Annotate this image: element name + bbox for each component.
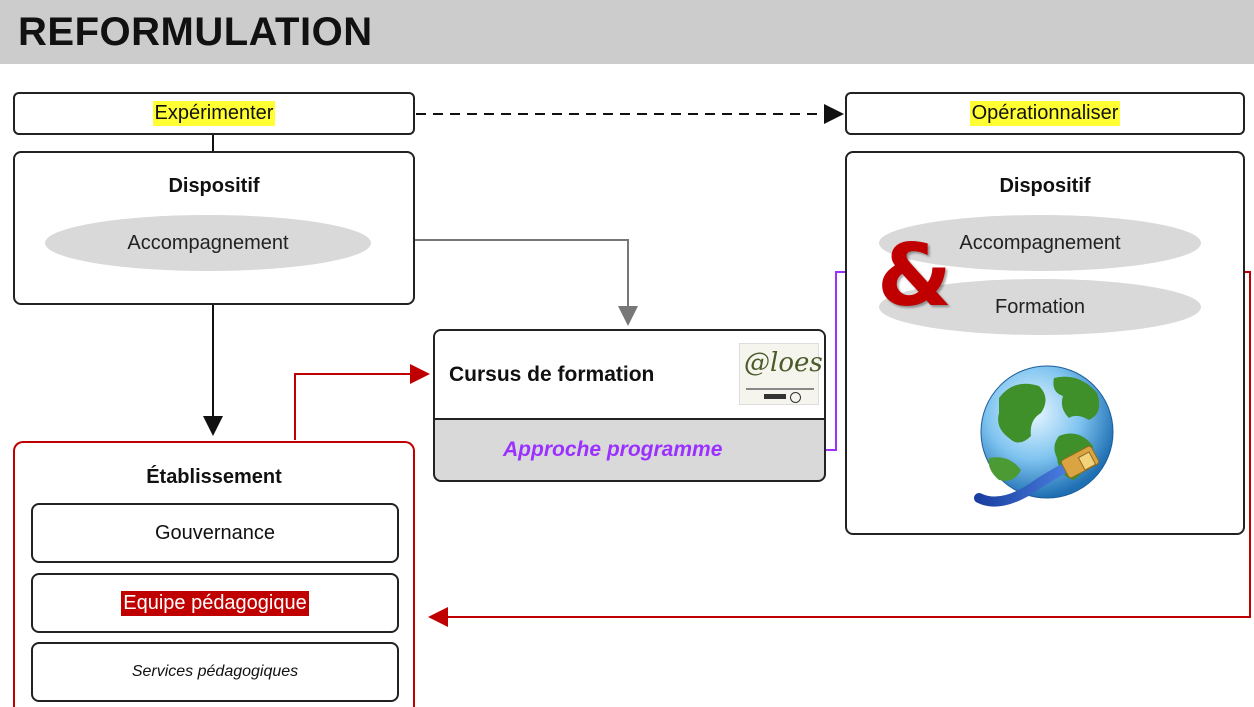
approche-programme: Approche programme — [503, 438, 723, 461]
right-dispositif-box: Dispositif Accompagnement Formation & — [845, 151, 1245, 535]
services-label: Services pédagogiques — [131, 663, 299, 680]
left-accompagnement-ellipse: Accompagnement — [45, 215, 371, 271]
right-accompagnement-ellipse: Accompagnement — [879, 215, 1201, 271]
ampersand-icon: & — [877, 226, 952, 326]
services-box: Services pédagogiques — [31, 642, 399, 702]
equipe-label: Equipe pédagogique — [121, 590, 309, 616]
operationnaliser-box: Opérationnaliser — [845, 92, 1245, 135]
left-dispositif-title: Dispositif — [168, 175, 260, 197]
red-arrow-up — [294, 364, 430, 440]
cursus-box: Cursus de formation @loes Approche progr… — [433, 329, 826, 482]
left-dispositif-box: Dispositif Accompagnement — [13, 151, 415, 305]
gouvernance-label: Gouvernance — [154, 521, 276, 544]
equipe-box: Equipe pédagogique — [31, 573, 399, 633]
title-bar: REFORMULATION — [0, 0, 1254, 64]
formation-ellipse: Formation — [879, 279, 1201, 335]
gouvernance-box: Gouvernance — [31, 503, 399, 563]
right-dispositif-title: Dispositif — [999, 175, 1091, 197]
etablissement-title: Établissement — [146, 466, 282, 488]
experimenter-label: Expérimenter — [152, 101, 276, 126]
etablissement-box: Établissement Gouvernance Equipe pédagog… — [13, 441, 415, 707]
page-title: REFORMULATION — [18, 10, 373, 54]
cursus-top: Cursus de formation @loes — [435, 331, 824, 420]
globe-network-icon — [974, 365, 1114, 507]
experimenter-box: Expérimenter — [13, 92, 415, 135]
operationnaliser-label: Opérationnaliser — [969, 101, 1121, 126]
cursus-title: Cursus de formation — [449, 363, 655, 386]
aloes-logo-text: @loes — [744, 348, 823, 378]
aloes-logo: @loes — [739, 343, 823, 405]
